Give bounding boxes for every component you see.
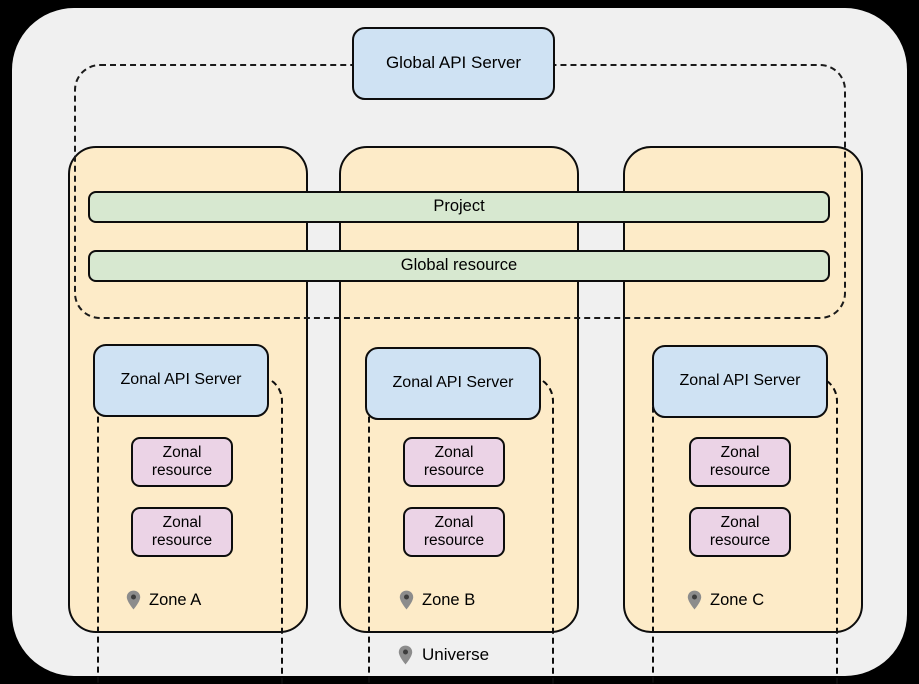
zone-label-text: Zone A: [149, 590, 202, 609]
zonal-resource-line1: Zonal: [720, 443, 760, 461]
zone-label-zone-b: Zone B: [399, 590, 475, 610]
zonal-resource-line1: Zonal: [720, 513, 760, 531]
zonal-resource-zone-b-1[interactable]: Zonal resource: [403, 437, 505, 487]
zone-label-text: Zone B: [422, 590, 476, 609]
zonal-resource-zone-a-1[interactable]: Zonal resource: [131, 437, 233, 487]
map-pin-icon: [399, 590, 414, 610]
zonal-resource-line2: resource: [423, 462, 485, 479]
zonal-api-server-zone-b[interactable]: Zonal API Server: [365, 347, 541, 420]
zone-label-zone-c: Zone C: [687, 590, 764, 610]
universe-label-text: Universe: [422, 645, 490, 664]
global-api-server-box[interactable]: Global API Server: [352, 27, 555, 100]
universe-label: Universe: [398, 645, 489, 665]
zonal-resource-line2: resource: [709, 532, 771, 549]
zonal-resource-line2: resource: [709, 462, 771, 479]
zonal-resource-zone-b-2[interactable]: Zonal resource: [403, 507, 505, 557]
zone-label-text: Zone C: [710, 590, 765, 609]
map-pin-icon: [126, 590, 141, 610]
zonal-resource-line1: Zonal: [162, 443, 202, 461]
zonal-api-server-zone-c[interactable]: Zonal API Server: [652, 345, 828, 418]
zonal-resource-line2: resource: [151, 462, 213, 479]
zonal-resource-line1: Zonal: [162, 513, 202, 531]
zonal-resource-zone-c-1[interactable]: Zonal resource: [689, 437, 791, 487]
zonal-resource-line2: resource: [151, 532, 213, 549]
zonal-resource-zone-a-2[interactable]: Zonal resource: [131, 507, 233, 557]
zonal-resource-line1: Zonal: [434, 443, 474, 461]
zonal-resource-zone-c-2[interactable]: Zonal resource: [689, 507, 791, 557]
zonal-resource-line1: Zonal: [434, 513, 474, 531]
map-pin-icon: [687, 590, 702, 610]
map-pin-icon: [398, 645, 413, 665]
global-bar-global-resource[interactable]: Global resource: [88, 250, 830, 282]
zone-label-zone-a: Zone A: [126, 590, 201, 610]
global-bar-project[interactable]: Project: [88, 191, 830, 223]
zonal-resource-line2: resource: [423, 532, 485, 549]
zonal-api-server-zone-a[interactable]: Zonal API Server: [93, 344, 269, 417]
